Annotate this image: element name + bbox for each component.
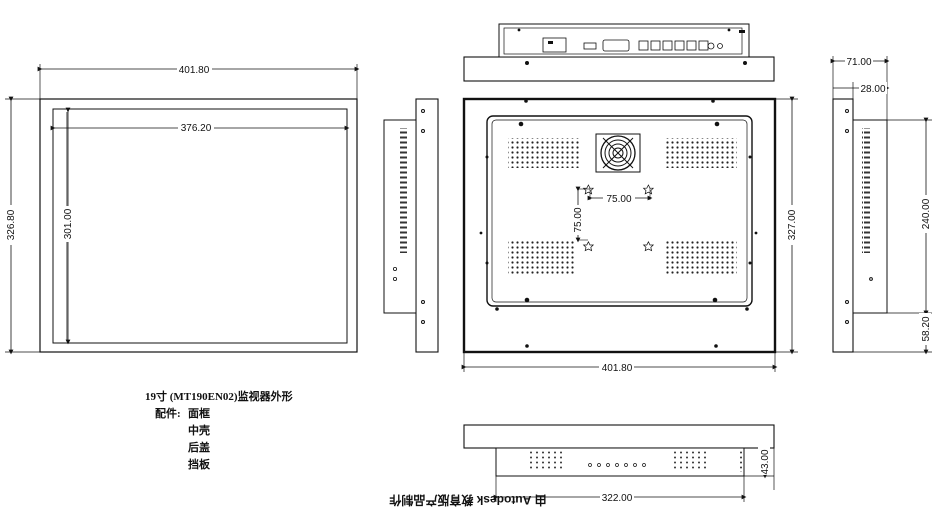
vent-bottom-left	[508, 240, 574, 274]
rside-bezel	[832, 98, 854, 353]
front-inner-width-label: 376.20	[181, 123, 212, 134]
left-side-view	[383, 98, 439, 353]
drawing-title: 19寸 (MT190EN02)监视器外形	[145, 391, 293, 403]
front-outer-width-label: 401.80	[179, 65, 210, 76]
bottom-height-label: 43.00	[760, 449, 771, 474]
rear-width-label: 401.80	[602, 363, 633, 374]
bottom-vent-right	[672, 451, 708, 471]
rside-depth-total-label: 71.00	[846, 57, 871, 68]
vesa-vertical-label: 75.00	[573, 207, 584, 232]
top-view	[463, 23, 775, 82]
right-side-view: 71.00 28.00 240.00 58.20	[830, 55, 932, 355]
vesa-horizontal-label: 75.00	[606, 194, 631, 205]
vesa-holes	[582, 184, 655, 252]
part-item: 中壳	[188, 425, 210, 437]
vent-top-right	[665, 138, 737, 168]
part-item: 面框	[188, 408, 210, 420]
vent-top-left	[508, 138, 580, 168]
side-vent-slots	[400, 128, 408, 253]
rear-screws	[479, 99, 758, 348]
vent-bottom-right	[665, 240, 737, 274]
fan-icon	[595, 133, 641, 173]
autodesk-watermark: 由 Autodesk 教育版产品制作	[389, 493, 547, 507]
usb-port	[583, 42, 597, 50]
power-switch	[542, 37, 567, 53]
top-bezel	[463, 56, 775, 82]
bottom-vent-left	[530, 451, 566, 471]
side-bezel	[415, 98, 439, 353]
parts-label: 配件:	[155, 408, 181, 420]
bottom-width-label: 322.00	[602, 493, 633, 504]
rside-height-inner-label: 240.00	[921, 198, 932, 229]
rside-vent-slots	[862, 128, 870, 253]
part-item: 挡板	[188, 459, 210, 471]
bottom-bezel	[463, 424, 775, 449]
bottom-view: 43.00 322.00	[463, 424, 775, 504]
rside-offset-bottom-label: 58.20	[921, 316, 932, 341]
front-view: 401.80 376.20 326.80 301.00	[5, 63, 360, 355]
bottom-button-row	[588, 463, 646, 467]
rear-height-label: 327.00	[787, 209, 798, 240]
front-inner-height-label: 301.00	[63, 208, 74, 239]
rside-depth-front-label: 28.00	[860, 84, 885, 95]
vga-port	[602, 39, 630, 52]
connector-row	[638, 40, 723, 51]
part-item: 后盖	[188, 442, 210, 454]
front-outer-height-label: 326.80	[6, 209, 17, 240]
rear-view: 75.00 75.00 327.00 401.80	[461, 96, 798, 374]
front-screen	[52, 108, 348, 344]
